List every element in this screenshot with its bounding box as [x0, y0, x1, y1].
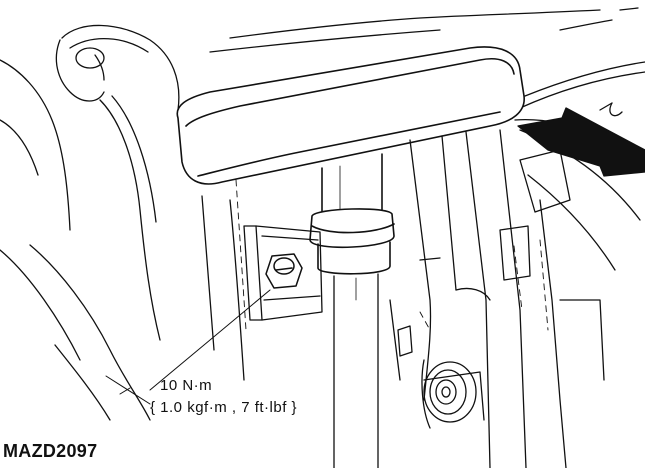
direction-arrow-icon: [517, 107, 645, 177]
grommet: [421, 359, 477, 429]
torque-alt-units-label: { 1.0 kgf·m , 7 ft·lbf }: [150, 399, 298, 416]
bracket-outline: [201, 195, 323, 381]
bolt-icon: [265, 253, 303, 289]
left-console-outline: [0, 24, 180, 421]
right-mechanism: [389, 129, 605, 468]
dashboard-lines: [209, 7, 645, 271]
torque-value-label: 10 N·m: [160, 377, 213, 394]
shaft-lower: [333, 273, 379, 468]
figure-code: MAZD2097: [3, 441, 98, 461]
hidden-lines: [235, 179, 549, 331]
torque-leader: [105, 289, 271, 405]
t-handle-tool-icon: [176, 46, 525, 275]
